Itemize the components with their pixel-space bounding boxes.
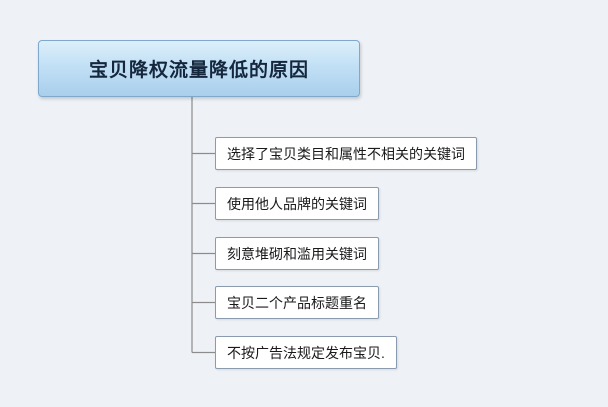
root-topic-label: 宝贝降权流量降低的原因 — [88, 60, 309, 81]
subtopic-node-3[interactable]: 刻意堆砌和滥用关键词 — [215, 237, 379, 270]
subtopic-label-2: 使用他人品牌的关键词 — [227, 195, 367, 212]
subtopic-node-1[interactable]: 选择了宝贝类目和属性不相关的关键词 — [215, 137, 477, 170]
subtopic-label-1: 选择了宝贝类目和属性不相关的关键词 — [227, 145, 465, 162]
root-topic-node[interactable]: 宝贝降权流量降低的原因 — [38, 40, 360, 97]
subtopic-label-3: 刻意堆砌和滥用关键词 — [227, 245, 367, 262]
subtopic-node-5[interactable]: 不按广告法规定发布宝贝. — [215, 336, 397, 369]
subtopic-label-5: 不按广告法规定发布宝贝. — [227, 344, 385, 361]
subtopic-node-2[interactable]: 使用他人品牌的关键词 — [215, 187, 379, 220]
subtopic-label-4: 宝贝二个产品标题重名 — [227, 294, 367, 311]
subtopic-node-4[interactable]: 宝贝二个产品标题重名 — [215, 286, 379, 319]
